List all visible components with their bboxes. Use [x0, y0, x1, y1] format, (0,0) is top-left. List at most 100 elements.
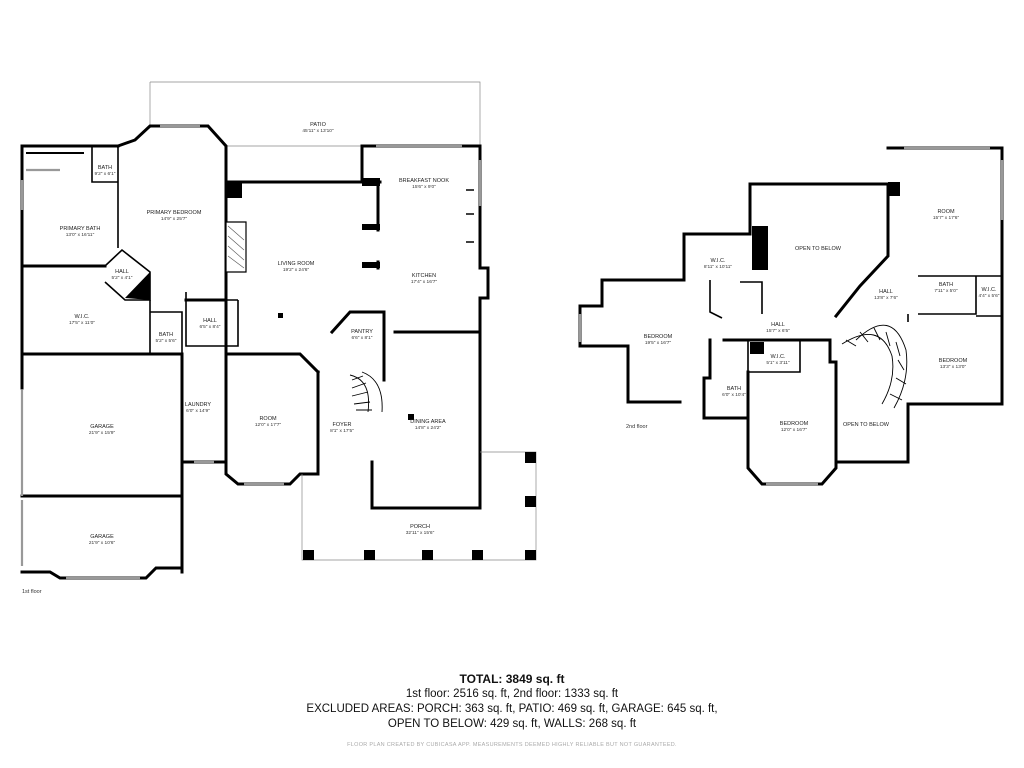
- label-primary-bedroom: PRIMARY BEDROOM: [147, 210, 202, 216]
- wall-breakfast: [360, 144, 490, 334]
- porch-post-1: [303, 550, 314, 560]
- dims-2f-wic-b: 4'4" x 5'6": [979, 293, 1000, 299]
- wall-2f-wic-a: [578, 182, 752, 404]
- label-living-room: LIVING ROOM: [278, 261, 315, 267]
- window-breakfast: [376, 144, 482, 206]
- label-2f-bath-b: BATH: [727, 386, 741, 392]
- wall-2f-hall-inner: [709, 280, 763, 319]
- dims-dining-area: 14'8" x 24'2": [415, 425, 442, 431]
- label-laundry: LAUNDRY: [185, 402, 212, 408]
- label-2f-hall-b: HALL: [771, 322, 785, 328]
- porch-post-3: [422, 550, 433, 560]
- total-area: TOTAL: 3849 sq. ft: [459, 672, 565, 686]
- dims-2f-hall-b: 15'7" x 6'5": [766, 328, 790, 334]
- wall-2f-room: [836, 146, 1004, 464]
- dims-2f-room: 15'7" x 17'6": [933, 215, 960, 221]
- label-garage-a: GARAGE: [90, 424, 114, 430]
- label-foyer: FOYER: [333, 422, 352, 428]
- label-patio: PATIO: [310, 122, 326, 128]
- dims-patio: 45'11" x 13'10": [302, 128, 334, 134]
- floor-label-1st: 1st floor: [22, 589, 42, 595]
- dims-2f-bedroom-c: 12'0" x 16'7": [781, 427, 808, 433]
- dims-2f-bath-b: 6'0" x 10'4": [722, 392, 746, 398]
- floor-label-2nd: 2nd floor: [626, 424, 648, 430]
- dims-living-room: 19'2" x 24'6": [283, 267, 310, 273]
- excluded-areas: EXCLUDED AREAS: PORCH: 363 sq. ft, PATIO…: [306, 703, 718, 715]
- label-primary-bath: PRIMARY BATH: [60, 226, 101, 232]
- island-block-3: [362, 262, 380, 268]
- wall-pantry: [329, 310, 386, 382]
- post-living: [278, 313, 283, 318]
- label-kitchen: KITCHEN: [412, 273, 436, 279]
- disclaimer-footer: FLOOR PLAN CREATED BY CUBICASA APP. MEAS…: [347, 742, 677, 748]
- dims-garage-a: 21'9" x 15'9": [89, 430, 116, 436]
- island-block-2: [362, 224, 380, 230]
- area-summary: TOTAL: 3849 sq. ft 1st floor: 2516 sq. f…: [0, 672, 1024, 732]
- label-pantry: PANTRY: [351, 329, 373, 335]
- label-2f-hall-a: HALL: [879, 289, 893, 295]
- dims-2f-bath-a: 7'11" x 5'0": [934, 288, 958, 294]
- dims-pantry: 6'6" x 8'1": [352, 335, 373, 341]
- porch-post-7: [525, 452, 536, 463]
- garage-door-b: [20, 500, 140, 580]
- dims-hall-b: 6'5" x 8'4": [200, 324, 221, 330]
- second-floor-plan: ROOM 15'7" x 17'6" OPEN TO BELOW W.I.C. …: [578, 146, 1004, 486]
- fireplace: [225, 221, 247, 273]
- label-2f-wic-b: W.I.C.: [982, 287, 997, 293]
- porch-post-4: [472, 550, 483, 560]
- label-hall-a: HALL: [115, 269, 129, 275]
- dims-foyer: 8'1" x 17'5": [330, 428, 354, 434]
- floor-areas: 1st floor: 2516 sq. ft, 2nd floor: 1333 …: [405, 688, 619, 700]
- porch-outline: [301, 451, 537, 561]
- porch-post-2: [364, 550, 375, 560]
- open-below-walls: OPEN TO BELOW: 429 sq. ft, WALLS: 268 sq…: [387, 718, 637, 730]
- dims-kitchen: 17'4" x 16'7": [411, 279, 438, 285]
- dims-2f-bedroom-a: 19'5" x 16'7": [645, 340, 672, 346]
- column-living-1: [226, 182, 242, 198]
- column-2f-1: [888, 182, 900, 196]
- label-2f-wic-a: W.I.C.: [711, 258, 726, 264]
- fireplace-hatch: [227, 225, 245, 269]
- stairs-1f: [349, 371, 383, 413]
- label-breakfast-nook: BREAKFAST NOOK: [399, 178, 449, 184]
- label-2f-bath-a: BATH: [939, 282, 953, 288]
- dims-2f-wic-a: 8'11" x 10'11": [704, 264, 733, 270]
- dims-2f-bedroom-b: 13'3" x 13'0": [940, 364, 967, 370]
- wall-2f-wic-c: [747, 340, 801, 373]
- label-2f-room: ROOM: [937, 209, 955, 215]
- dims-primary-bath: 13'0" x 16'11": [66, 232, 95, 238]
- wall-2f-bath-a: [918, 275, 1002, 317]
- dims-room: 12'0" x 17'7": [255, 422, 282, 428]
- wall-bath-small: [149, 300, 183, 354]
- dims-primary-bedroom: 14'9" x 25'7": [161, 216, 188, 222]
- wall-dining: [370, 330, 482, 510]
- dims-wic: 17'5" x 11'0": [69, 320, 95, 326]
- label-2f-bedroom-c: BEDROOM: [780, 421, 809, 427]
- window-left: [20, 168, 60, 210]
- label-porch: PORCH: [410, 524, 430, 530]
- porch-post-6: [525, 496, 536, 507]
- wall-2f-bath-b: [702, 338, 750, 420]
- wall-hall-b: [185, 292, 239, 347]
- wall-living-bottom: [224, 298, 321, 375]
- hall-block: [125, 272, 150, 300]
- kitchen-counter-marks: [466, 189, 474, 243]
- dims-2f-hall-a: 13'8" x 7'6": [874, 295, 898, 301]
- wall-2f-bedroom-c: [746, 360, 838, 486]
- wall-2f-open: [748, 182, 890, 319]
- label-room: ROOM: [259, 416, 277, 422]
- stairs-2f: [841, 324, 908, 409]
- wall-left-wing: [20, 144, 184, 356]
- post-dining: [408, 414, 414, 420]
- dims-2f-wic-c: 5'1" x 3'11": [766, 360, 790, 366]
- wall-room-octagon: [224, 352, 320, 486]
- label-bath-top: BATH: [98, 165, 112, 171]
- dims-bath-top: 9'2" x 6'1": [95, 171, 116, 177]
- dims-bath-small: 5'2" x 5'6": [156, 338, 177, 344]
- first-floor-plan: PATIO 45'11" x 13'10" BREAKFAST NOOK 15'…: [20, 81, 537, 595]
- label-2f-open-b: OPEN TO BELOW: [843, 422, 890, 428]
- wall-2f-hall-b: [722, 338, 832, 364]
- label-wic: W.I.C.: [75, 314, 90, 320]
- wall-bath-top: [91, 146, 119, 248]
